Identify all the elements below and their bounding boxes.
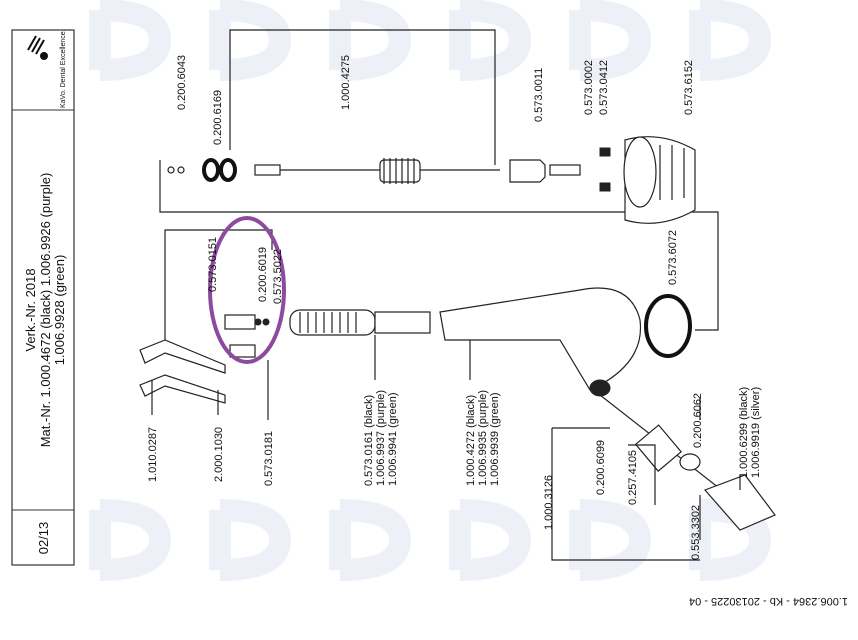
bottom-right-assembly <box>551 394 776 561</box>
label-0-257-4105: 0.257.4105 <box>627 450 639 505</box>
mat-nr-line2: 1.006.9928 (green) <box>52 255 67 366</box>
top-assembly <box>159 29 719 331</box>
highlight-circle <box>208 216 286 364</box>
mat-nr-line1: Mat.-Nr. 1.000.4672 (black) 1.006.9926 (… <box>38 173 53 448</box>
label-0-573-0181: 0.573.0181 <box>263 431 275 486</box>
label-2-000-1030: 2.000.1030 <box>213 427 225 482</box>
label-1-006-9939: 1.006.9939 (green) <box>489 392 501 486</box>
label-0-573-0151: 0.573.0151 <box>207 237 219 292</box>
footer-doc-number: 1.006.2364 - Kb - 20130225 - 04 <box>689 595 848 607</box>
label-0-573-0412: 0.573.0412 <box>598 60 610 115</box>
kavo-logo <box>27 35 48 60</box>
label-0-200-6019: 0.200.6019 <box>257 247 269 302</box>
title-block: KaVo. Dental Excellence. Verk.-Nr. 2018 … <box>11 29 75 566</box>
verk-nr: Verk.-Nr. 2018 <box>23 268 38 351</box>
watermark <box>89 0 772 581</box>
part-labels: 1.000.4275 0.200.6043 0.200.6169 0.573.0… <box>147 55 762 560</box>
label-1-000-3126: 1.000.3126 <box>543 475 555 530</box>
grip-sleeve <box>289 309 431 336</box>
label-0-200-6043: 0.200.6043 <box>176 55 188 110</box>
label-1-006-9919: 1.006.9919 (silver) <box>750 387 762 478</box>
label-1-000-4275: 1.000.4275 <box>340 55 352 110</box>
label-0-573-6152: 0.573.6152 <box>683 60 695 115</box>
middle-assembly <box>139 229 692 404</box>
label-1-006-9941: 1.006.9941 (green) <box>387 392 399 486</box>
label-0-573-0002: 0.573.0002 <box>583 60 595 115</box>
label-0-573-0161: 0.573.0161 (black) <box>363 395 375 486</box>
label-1-010-0287: 1.010.0287 <box>147 427 159 482</box>
label-1-006-9935: 1.006.9935 (purple) <box>477 390 489 486</box>
label-1-000-4272: 1.000.4272 (black) <box>465 395 477 486</box>
label-0-553-3302: 0.553.3302 <box>690 505 702 560</box>
label-0-200-6169: 0.200.6169 <box>212 90 224 145</box>
label-0-200-6099: 0.200.6099 <box>595 440 607 495</box>
spring-part <box>379 158 421 184</box>
label-0-573-5022: 0.573.5022 <box>272 249 284 304</box>
label-1-000-6299: 1.000.6299 (black) <box>738 387 750 478</box>
brand-text: KaVo. Dental Excellence. <box>60 29 67 108</box>
label-1-006-9937: 1.006.9937 (purple) <box>375 390 387 486</box>
date: 02/13 <box>36 522 51 555</box>
label-0-573-0011: 0.573.0011 <box>533 68 545 122</box>
label-0-200-6062: 0.200.6062 <box>692 393 704 448</box>
label-0-573-6072: 0.573.6072 <box>667 230 679 285</box>
